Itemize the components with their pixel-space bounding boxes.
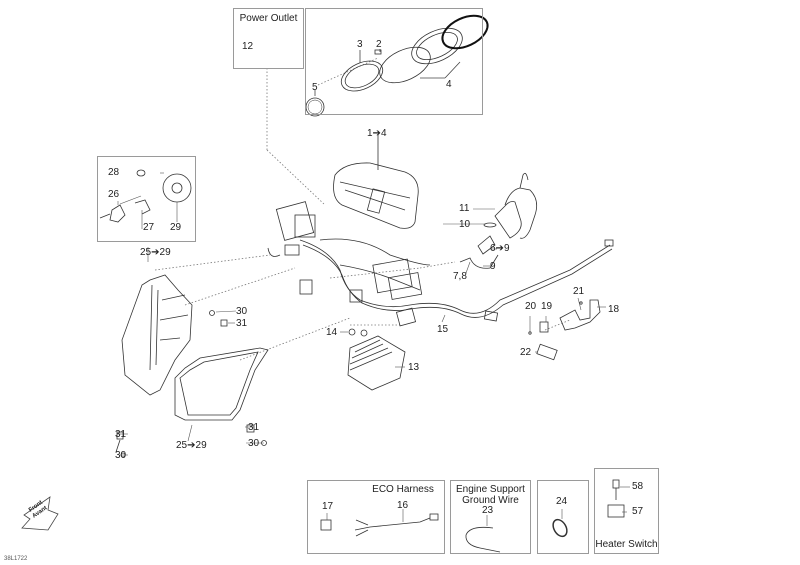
callout-22: 22 (520, 347, 532, 358)
ground-wire-title-2: Ground Wire (462, 495, 519, 506)
eco-harness-box: ECO Harness (307, 480, 445, 554)
callout-20: 20 (525, 301, 537, 312)
callout-30-right: 30 (248, 438, 260, 449)
headlamp-lens (174, 347, 269, 421)
callout-18: 18 (608, 304, 620, 315)
callout-25-to-29-bottom: 25➔29 (176, 440, 207, 451)
power-outlet-box: Power Outlet (233, 8, 304, 69)
callout-5: 5 (312, 82, 318, 93)
callout-7-8: 7,8 (453, 271, 467, 282)
front-direction-arrow (21, 496, 59, 531)
callout-16: 16 (397, 500, 409, 511)
eco-harness-parts (320, 513, 439, 537)
diagram-code: 38L1722 (4, 556, 28, 562)
label-leaders (117, 46, 630, 526)
callout-24: 24 (556, 496, 568, 507)
grommet-box (537, 480, 589, 554)
callout-30-top: 30 (236, 306, 248, 317)
callout-17: 17 (322, 501, 334, 512)
heater-switch-box: Heater Switch (594, 468, 659, 554)
callout-25-to-29-top: 25➔29 (140, 247, 171, 258)
heater-switch-title: Heater Switch (595, 539, 658, 550)
voltage-regulator (347, 328, 406, 391)
callout-28: 28 (108, 167, 120, 178)
callout-57: 57 (632, 506, 644, 517)
callout-29: 29 (170, 222, 182, 233)
callout-14: 14 (326, 327, 338, 338)
callout-31-right: 31 (248, 422, 260, 433)
headlamp-kit-box (97, 156, 196, 242)
callout-2: 2 (376, 39, 382, 50)
callout-30-left: 30 (115, 450, 127, 461)
callout-23: 23 (482, 505, 494, 516)
callout-19: 19 (541, 301, 553, 312)
eco-harness-title: ECO Harness (372, 484, 434, 495)
gauge-parts (305, 14, 489, 117)
bracket-parts (528, 299, 601, 361)
callout-15: 15 (437, 324, 449, 335)
dotted-leaders (154, 57, 571, 361)
ground-wire-title-1: Engine Support (456, 484, 525, 495)
callout-58: 58 (632, 481, 644, 492)
callout-3: 3 (357, 39, 363, 50)
callout-11: 11 (459, 203, 470, 214)
callout-13: 13 (408, 362, 420, 373)
ground-wire-box: Engine Support Ground Wire (450, 480, 531, 554)
callout-4: 4 (446, 79, 452, 90)
callout-31-left: 31 (115, 429, 127, 440)
callout-9: 9 (490, 261, 496, 272)
fasteners (115, 310, 267, 458)
callout-26: 26 (108, 189, 120, 200)
gauge-cluster (333, 162, 419, 229)
callout-6-to-9: 6➔9 (490, 243, 510, 254)
gauge-cluster-box (305, 8, 483, 115)
callout-10: 10 (459, 219, 471, 230)
callout-12: 12 (242, 41, 254, 52)
callout-31-top: 31 (236, 318, 248, 329)
ignition-parts (459, 172, 538, 269)
power-outlet-title: Power Outlet (239, 13, 298, 24)
callout-27: 27 (143, 222, 155, 233)
callout-1-to-4: 1➔4 (367, 128, 387, 139)
callout-21: 21 (573, 286, 585, 297)
headlamp-housing (121, 274, 193, 396)
main-harness (267, 201, 614, 327)
heater-switch-parts (607, 479, 625, 518)
